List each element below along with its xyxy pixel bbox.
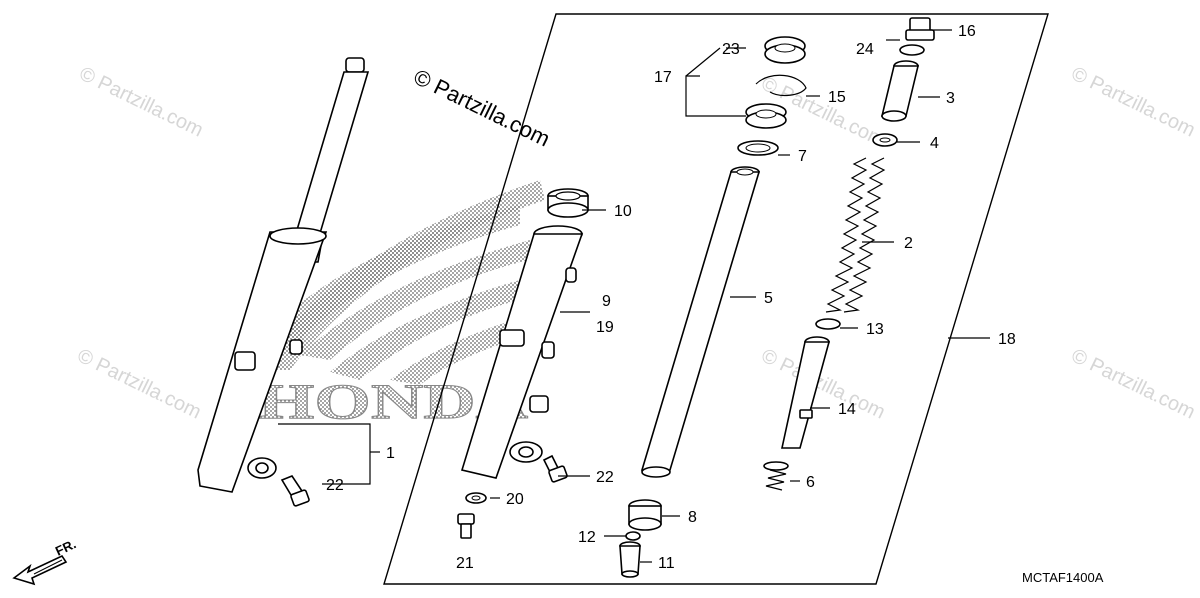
drain-bolt-21[interactable] [457, 513, 475, 539]
watermark-text: © Partzilla.com [76, 63, 207, 142]
piston-ring-13[interactable] [815, 318, 841, 330]
callout-10: 10 [614, 203, 632, 220]
spring-seat-4[interactable] [872, 133, 898, 147]
callout-4: 4 [930, 135, 939, 152]
oil-seal-10[interactable] [547, 188, 589, 218]
callout-20: 20 [506, 491, 524, 508]
washer-20[interactable] [465, 492, 487, 504]
washer-12[interactable] [625, 531, 641, 541]
dust-seal-23[interactable] [764, 36, 806, 64]
backup-ring-7[interactable] [737, 140, 779, 156]
spacer-3[interactable] [880, 60, 920, 122]
callout-19: 19 [596, 319, 614, 336]
callout-24: 24 [856, 41, 874, 58]
callout-3: 3 [946, 90, 955, 107]
collar-11[interactable] [619, 541, 641, 578]
fork-tube-5[interactable] [640, 166, 761, 478]
callout-21: 21 [456, 555, 474, 572]
callout-7: 7 [798, 148, 807, 165]
callout-22-left: 22 [326, 477, 344, 494]
watermark-text: © Partzilla.com [74, 345, 205, 424]
fork-bolt-16[interactable] [905, 17, 935, 41]
oil-lock-piece-8[interactable] [628, 499, 662, 531]
callout-17: 17 [654, 69, 672, 86]
callout-9: 9 [602, 293, 611, 310]
damper-rod-14[interactable] [781, 336, 831, 449]
bolt-22-right[interactable] [542, 454, 568, 483]
callout-14: 14 [838, 401, 856, 418]
callout-15: 15 [828, 89, 846, 106]
callout-6: 6 [806, 474, 815, 491]
o-ring-24[interactable] [899, 44, 925, 56]
callout-labels: 1 2 3 4 5 6 7 8 9 19 10 11 12 13 14 15 1… [326, 23, 1016, 572]
fork-assembly-left[interactable] [197, 57, 370, 493]
kit-outline-box [383, 13, 1049, 585]
callout-8: 8 [688, 509, 697, 526]
callout-1: 1 [386, 445, 395, 462]
fork-spring-2[interactable] [825, 157, 886, 313]
callout-2: 2 [904, 235, 913, 252]
callout-18: 18 [998, 331, 1016, 348]
honda-wing-logo: HONDA [250, 180, 545, 430]
oil-seal-17[interactable] [745, 103, 787, 129]
callout-11: 11 [658, 555, 675, 572]
watermark-text: © Partzilla.com [1068, 345, 1199, 424]
stopper-clip-15[interactable] [755, 74, 807, 97]
watermark-text: © Partzilla.com [1068, 63, 1199, 142]
front-arrow-icon [12, 554, 68, 586]
watermark-text-main: © Partzilla.com [410, 64, 554, 151]
fork-slider-9-19[interactable] [460, 225, 584, 479]
rebound-spring-6[interactable] [763, 461, 789, 491]
callout-23: 23 [722, 41, 740, 58]
bolt-22-left[interactable] [280, 475, 310, 507]
front-direction-label: FR. [53, 536, 78, 558]
callout-12: 12 [578, 529, 596, 546]
callout-22-right: 22 [596, 469, 614, 486]
callout-13: 13 [866, 321, 884, 338]
callout-16: 16 [958, 23, 976, 40]
leader-lines [278, 29, 990, 563]
figure-code: MCTAF1400A [1022, 570, 1104, 585]
front-direction-indicator: FR. [12, 536, 78, 586]
callout-5: 5 [764, 290, 773, 307]
